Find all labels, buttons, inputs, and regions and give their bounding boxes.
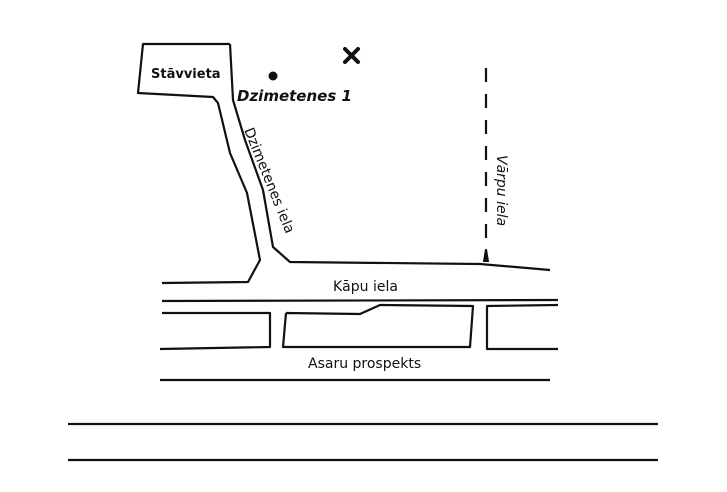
block-left <box>159 311 272 351</box>
x-mark-icon <box>343 47 360 64</box>
varpu-iela-label: Vārpu iela <box>493 155 509 226</box>
asaru-prospekts-label: Asaru prospekts <box>308 356 421 372</box>
destination-label: Dzimetenes 1 <box>237 87 352 105</box>
varpu-junction <box>482 248 490 263</box>
kapu-iela-label: Kāpu iela <box>333 279 398 295</box>
parking-label: Stāvvieta <box>151 67 221 82</box>
dot-icon <box>268 71 278 81</box>
dzimetenes-iela-road <box>228 43 551 272</box>
kapu-iela-lower-edge <box>161 298 559 303</box>
block-right <box>485 303 559 351</box>
block-middle <box>281 303 475 349</box>
parking-outline <box>136 42 262 285</box>
